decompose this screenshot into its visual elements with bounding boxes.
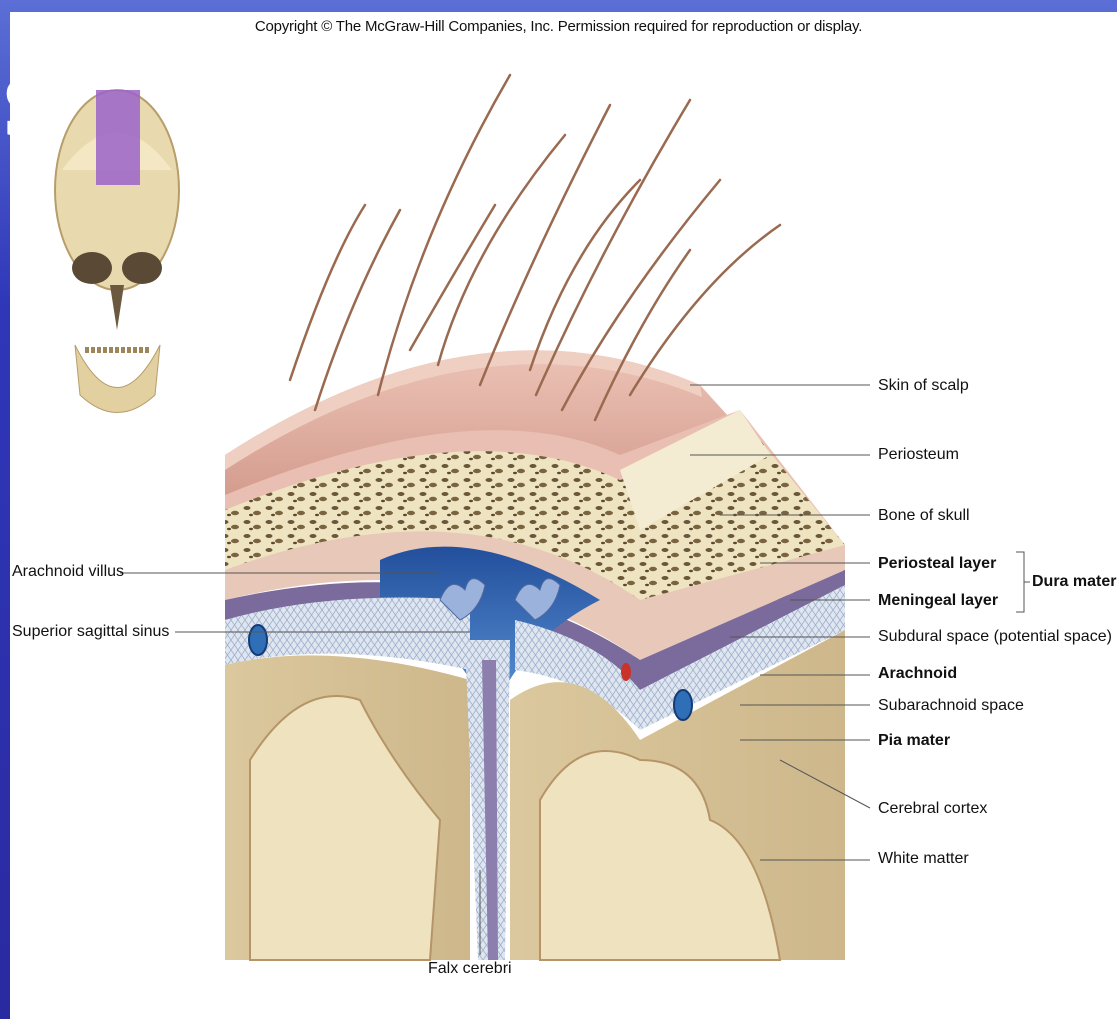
label-dura-mater: Dura mater	[1032, 573, 1116, 591]
label-arachnoid-villus: Arachnoid villus	[12, 563, 124, 581]
label-arachnoid: Arachnoid	[878, 665, 957, 683]
skull-orientation-image	[55, 90, 179, 413]
label-periosteum: Periosteum	[878, 446, 959, 464]
label-periosteal-layer: Periosteal layer	[878, 555, 996, 573]
label-skin-of-scalp: Skin of scalp	[878, 377, 969, 395]
label-subarachnoid-space: Subarachnoid space	[878, 697, 1024, 715]
label-white-matter: White matter	[878, 850, 969, 868]
label-cerebral-cortex: Cerebral cortex	[878, 800, 987, 818]
label-pia-mater: Pia mater	[878, 732, 950, 750]
label-subdural-space: Subdural space (potential space)	[878, 628, 1112, 646]
label-bone-of-skull: Bone of skull	[878, 507, 970, 525]
label-meningeal-layer: Meningeal layer	[878, 592, 998, 610]
label-superior-sagittal-sinus: Superior sagittal sinus	[12, 623, 169, 641]
label-falx-cerebri: Falx cerebri	[428, 960, 512, 978]
